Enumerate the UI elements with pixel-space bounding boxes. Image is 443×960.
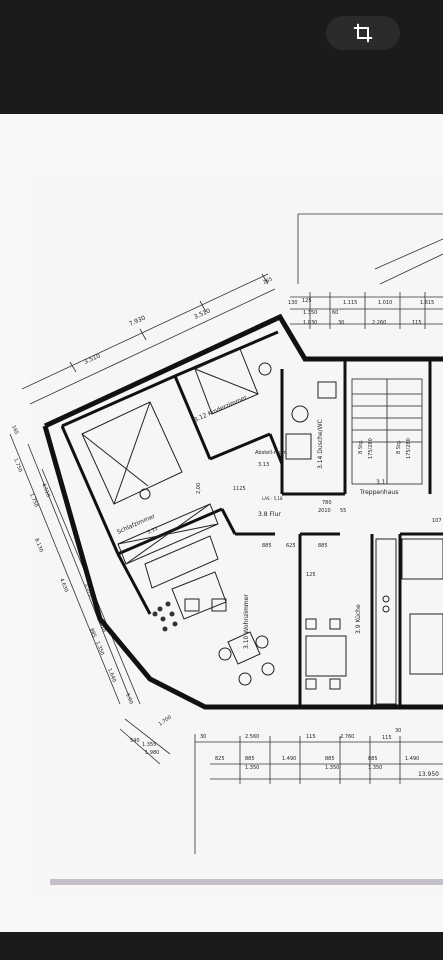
dim-top-5: 125 xyxy=(302,298,312,304)
dim-bottom-9: 1.350 xyxy=(245,765,259,771)
dim-bottom-2: 2.560 xyxy=(245,734,259,740)
dim-label-4: 625 xyxy=(286,543,296,549)
dim-bottom-7: 825 xyxy=(215,756,225,762)
stair-label-b: 8 Stg. xyxy=(396,439,402,454)
dim-label-1: 1125 xyxy=(233,486,246,492)
dim-left-10: 1.350 xyxy=(94,641,105,657)
dim-left-12: 5.90 xyxy=(124,693,134,706)
dim-top-14: 2.260 xyxy=(372,320,386,326)
dim-bottom-5: 30 xyxy=(395,728,401,734)
dim-top-11: 1.350 xyxy=(303,310,317,316)
dim-bottom-19: 1.980 xyxy=(145,750,159,756)
dim-left-2: 1.750 xyxy=(12,458,23,474)
floor-plan-photo: 7.930 3.510 3.510 265 125 60 1.115 1.010… xyxy=(0,114,443,932)
dim-bottom-3: 115 xyxy=(306,734,316,740)
dim-label-5: 885 xyxy=(318,543,328,549)
dim-left-11: 1.640 xyxy=(106,668,117,684)
dim-label-2: 2,00 xyxy=(196,483,202,494)
dim-bottom-6: 115 xyxy=(382,735,392,741)
room-treppenhaus-num: 3.1 xyxy=(376,479,386,486)
dim-left-5: 8.130 xyxy=(33,538,44,554)
room-kueche: 3.9 Küche xyxy=(355,604,362,634)
room-abstellraum: Abstell-raum xyxy=(255,450,287,456)
dim-top-15: 115 xyxy=(412,320,422,326)
dim-top-13: 30 xyxy=(338,320,344,326)
dim-left-1: 165 xyxy=(10,425,19,436)
dim-left-7: 3.010 xyxy=(96,618,107,634)
dim-label-3: 885 xyxy=(262,543,272,549)
crop-button[interactable] xyxy=(326,16,400,50)
room-treppenhaus: Treppenhaus xyxy=(359,489,398,496)
dim-label-9: 55 xyxy=(340,508,346,514)
dim-bottom-12: 1.350 xyxy=(325,765,339,771)
room-abstellraum-num: 3.13 xyxy=(258,462,269,468)
floor-plan-drawing: 7.930 3.510 3.510 265 125 60 1.115 1.010… xyxy=(0,114,443,932)
dim-top-6: 60 xyxy=(332,310,338,316)
dim-left-4: 4.510 xyxy=(40,483,51,499)
dim-bottom-4: 2.760 xyxy=(340,734,354,740)
dim-bottom-13: 885 xyxy=(368,756,378,762)
crop-icon xyxy=(353,23,373,43)
dim-bottom-10: 1.490 xyxy=(282,756,296,762)
dim-bottom-8: 885 xyxy=(245,756,255,762)
dim-bottom-11: 885 xyxy=(325,756,335,762)
room-wohnzimmer: 3.10 Wohnzimmer xyxy=(243,594,250,649)
room-flur: 3.8 Flur xyxy=(258,511,281,518)
dim-top-4: 265 xyxy=(262,276,273,285)
las-label: LAS - 5,18 xyxy=(262,496,283,501)
dim-left-3: 1.750 xyxy=(28,493,39,509)
dim-bottom-20: 1.355 xyxy=(142,742,156,748)
dim-bottom-14: 1.490 xyxy=(405,756,419,762)
dim-bottom-1: 30 xyxy=(200,734,206,740)
stair-label-b2: 175/280 xyxy=(406,438,412,459)
dim-top-8: 1.010 xyxy=(378,300,392,306)
dim-top-10: 130 xyxy=(288,300,298,306)
room-schlafzimmer-num: 3.11 xyxy=(146,526,159,536)
dim-top-12: 1.030 xyxy=(303,320,317,326)
dim-top-9: 1.615 xyxy=(420,300,434,306)
dim-bottom-16: 13.950 xyxy=(418,771,439,778)
dim-bottom-15: 1.350 xyxy=(368,765,382,771)
dim-left-6: 4.630 xyxy=(58,578,69,594)
dim-left-8: 1.370 xyxy=(83,583,94,599)
dim-label-7: 2010 xyxy=(318,508,331,514)
stair-label-a: 8 Stg. xyxy=(358,439,364,454)
top-toolbar xyxy=(0,0,443,114)
dim-label-10: 107 xyxy=(432,518,442,524)
dim-bottom-18: 540 xyxy=(130,738,140,744)
room-dusche: 3.14 Dusche/WC xyxy=(317,419,324,469)
dim-left-9: 885 xyxy=(88,628,97,639)
dim-label-8: 780 xyxy=(322,500,332,506)
dim-label-6: 125 xyxy=(306,572,316,578)
dim-top-7: 1.115 xyxy=(343,300,357,306)
bottom-bar xyxy=(0,932,443,960)
stair-label-a2: 175/280 xyxy=(368,438,374,459)
